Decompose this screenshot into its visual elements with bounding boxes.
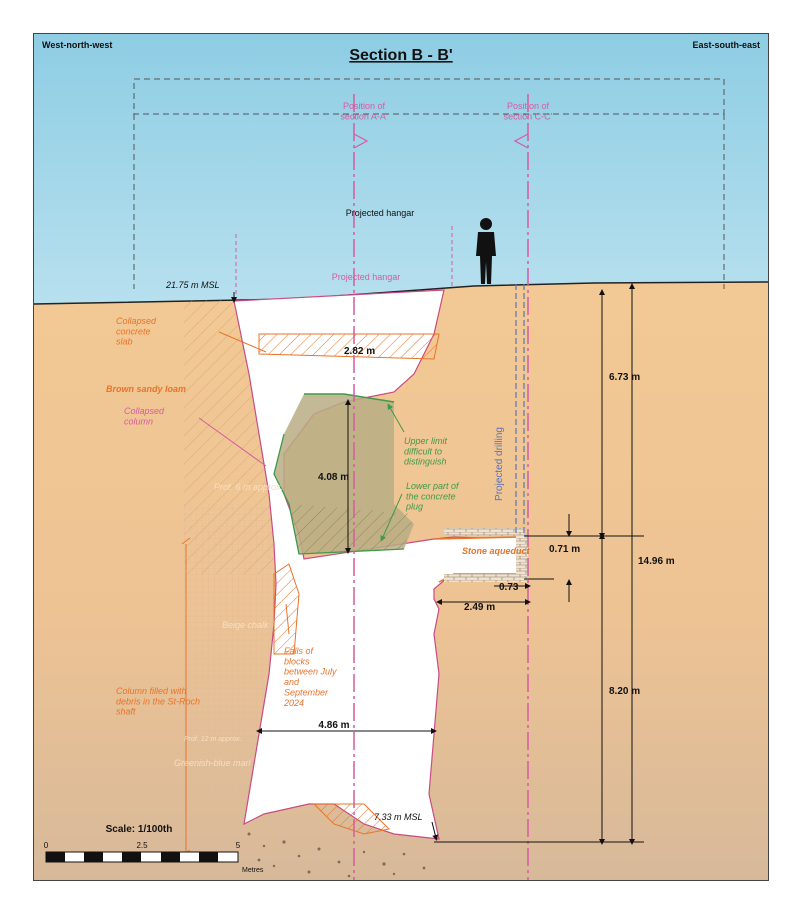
projected-hangar-label-2: Projected hangar [332,272,401,282]
elevation-bottom: 7.33 m MSL [374,812,423,822]
section-diagram: West-north-west East-south-east Section … [33,33,769,881]
dim-cavity-width: 4.86 m [318,720,349,731]
elevation-top: 21.75 m MSL [165,280,220,290]
scale-bar [45,851,239,863]
label-beige-chalk: Beige chalk [222,620,269,630]
scale-tick-0: 0 [44,841,49,850]
dim-aqueduct-width: 2.49 m [464,602,495,613]
section-c-flag [513,133,529,149]
label-stone-aqueduct: Stone aqueduct [462,546,531,556]
section-a-flag [353,133,369,149]
dim-total-depth: 14.96 m [638,556,675,567]
scale-tick-2-5: 2.5 [136,841,148,850]
scale-tick-5: 5 [236,841,241,850]
aqueduct-brick-top [444,528,524,536]
aqueduct-brick-bottom [444,574,524,582]
aqueduct-brick-end [516,534,528,582]
scale-label: Scale: 1/100th [106,824,173,835]
leader-lower-plug [380,493,403,542]
section-svg: West-north-west East-south-east Section … [34,34,768,880]
label-prof6: Prof. 6 m approx. [214,482,283,492]
hangar-inner-dashes [235,226,453,299]
leader-column [198,417,267,467]
label-brown-loam: Brown sandy loam [106,384,186,394]
rubble [247,832,426,878]
orientation-left: West-north-west [42,40,112,50]
plug-upper-limit [304,393,395,403]
dim-slab-width: 2.82 m [344,346,375,357]
person-silhouette [476,218,496,284]
scale-unit: Metres [242,867,264,874]
hangar-walls-outline [133,114,725,289]
section-title: Section B - B' [349,47,452,64]
dim-aqueduct-small: 0.73 [499,582,519,593]
label-greenish-marl: Greenish-blue marl [174,758,252,768]
dim-lower-depth: 8.20 m [609,686,640,697]
dim-depth-to-aqueduct: 6.73 m [609,372,640,383]
label-prof12: Prof. 12 m approx. [184,736,242,743]
orientation-right: East-south-east [692,40,760,50]
leader-slab [218,331,267,353]
sky [34,34,768,304]
dim-aqueduct-height: 0.71 m [549,544,580,555]
projected-hangar-label: Projected hangar [346,208,415,218]
collapsed-slab [258,333,440,360]
dim-plug-height: 4.08 m [318,472,349,483]
plug-lower-outline [273,433,405,555]
leader-falls [285,603,290,635]
projected-drilling-label: Projected drilling [494,427,505,501]
leader-upper-limit [387,403,405,433]
falls-hatch-bottom [312,803,391,835]
elev-arrow-bottom [431,821,439,841]
